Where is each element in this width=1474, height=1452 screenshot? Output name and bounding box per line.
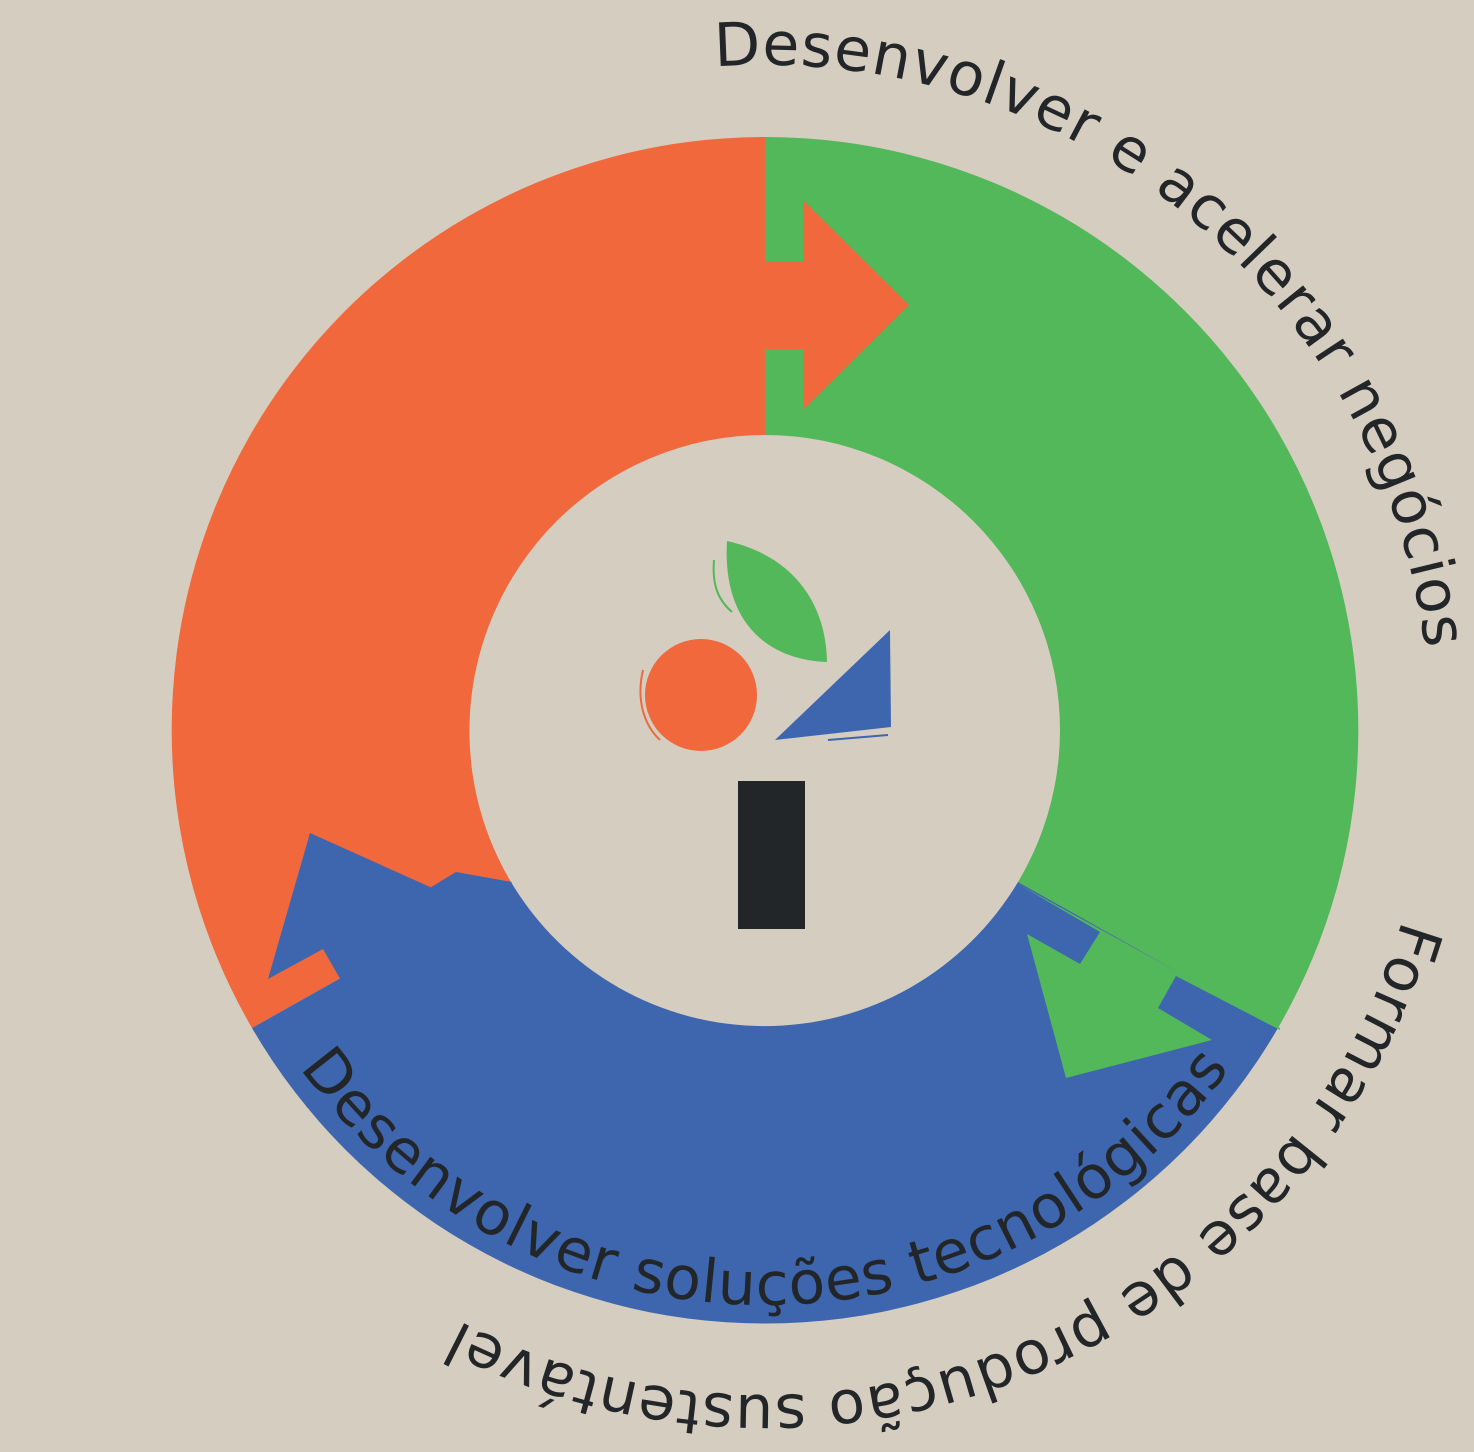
logo xyxy=(639,541,891,929)
dark-bar-icon xyxy=(738,781,805,929)
blue-triangle-icon xyxy=(775,630,891,740)
arrows xyxy=(252,200,1280,1078)
blue-segment xyxy=(252,882,1278,1324)
orange-circle-icon xyxy=(645,639,757,751)
green-arrow xyxy=(1018,884,1280,1078)
ring xyxy=(171,136,1359,1324)
orange-segment xyxy=(171,136,766,1028)
orange-circle-edge-icon xyxy=(639,669,661,741)
green-leaf-icon xyxy=(726,541,827,662)
blue-arrow xyxy=(252,833,512,1032)
green-leaf-edge-icon xyxy=(712,559,733,613)
blue-triangle-edge-icon xyxy=(827,734,889,741)
green-segment xyxy=(765,136,1359,1029)
orange-arrow xyxy=(765,200,909,410)
center-circle xyxy=(470,435,1060,1025)
